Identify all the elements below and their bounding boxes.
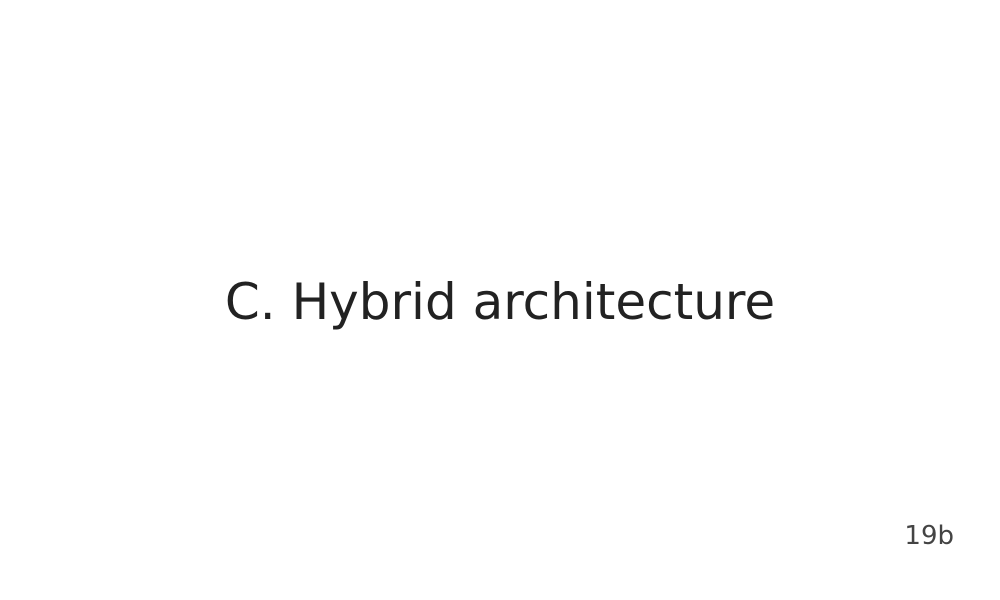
slide-title: C. Hybrid architecture — [224, 273, 776, 331]
page-number: 19b — [904, 521, 954, 551]
